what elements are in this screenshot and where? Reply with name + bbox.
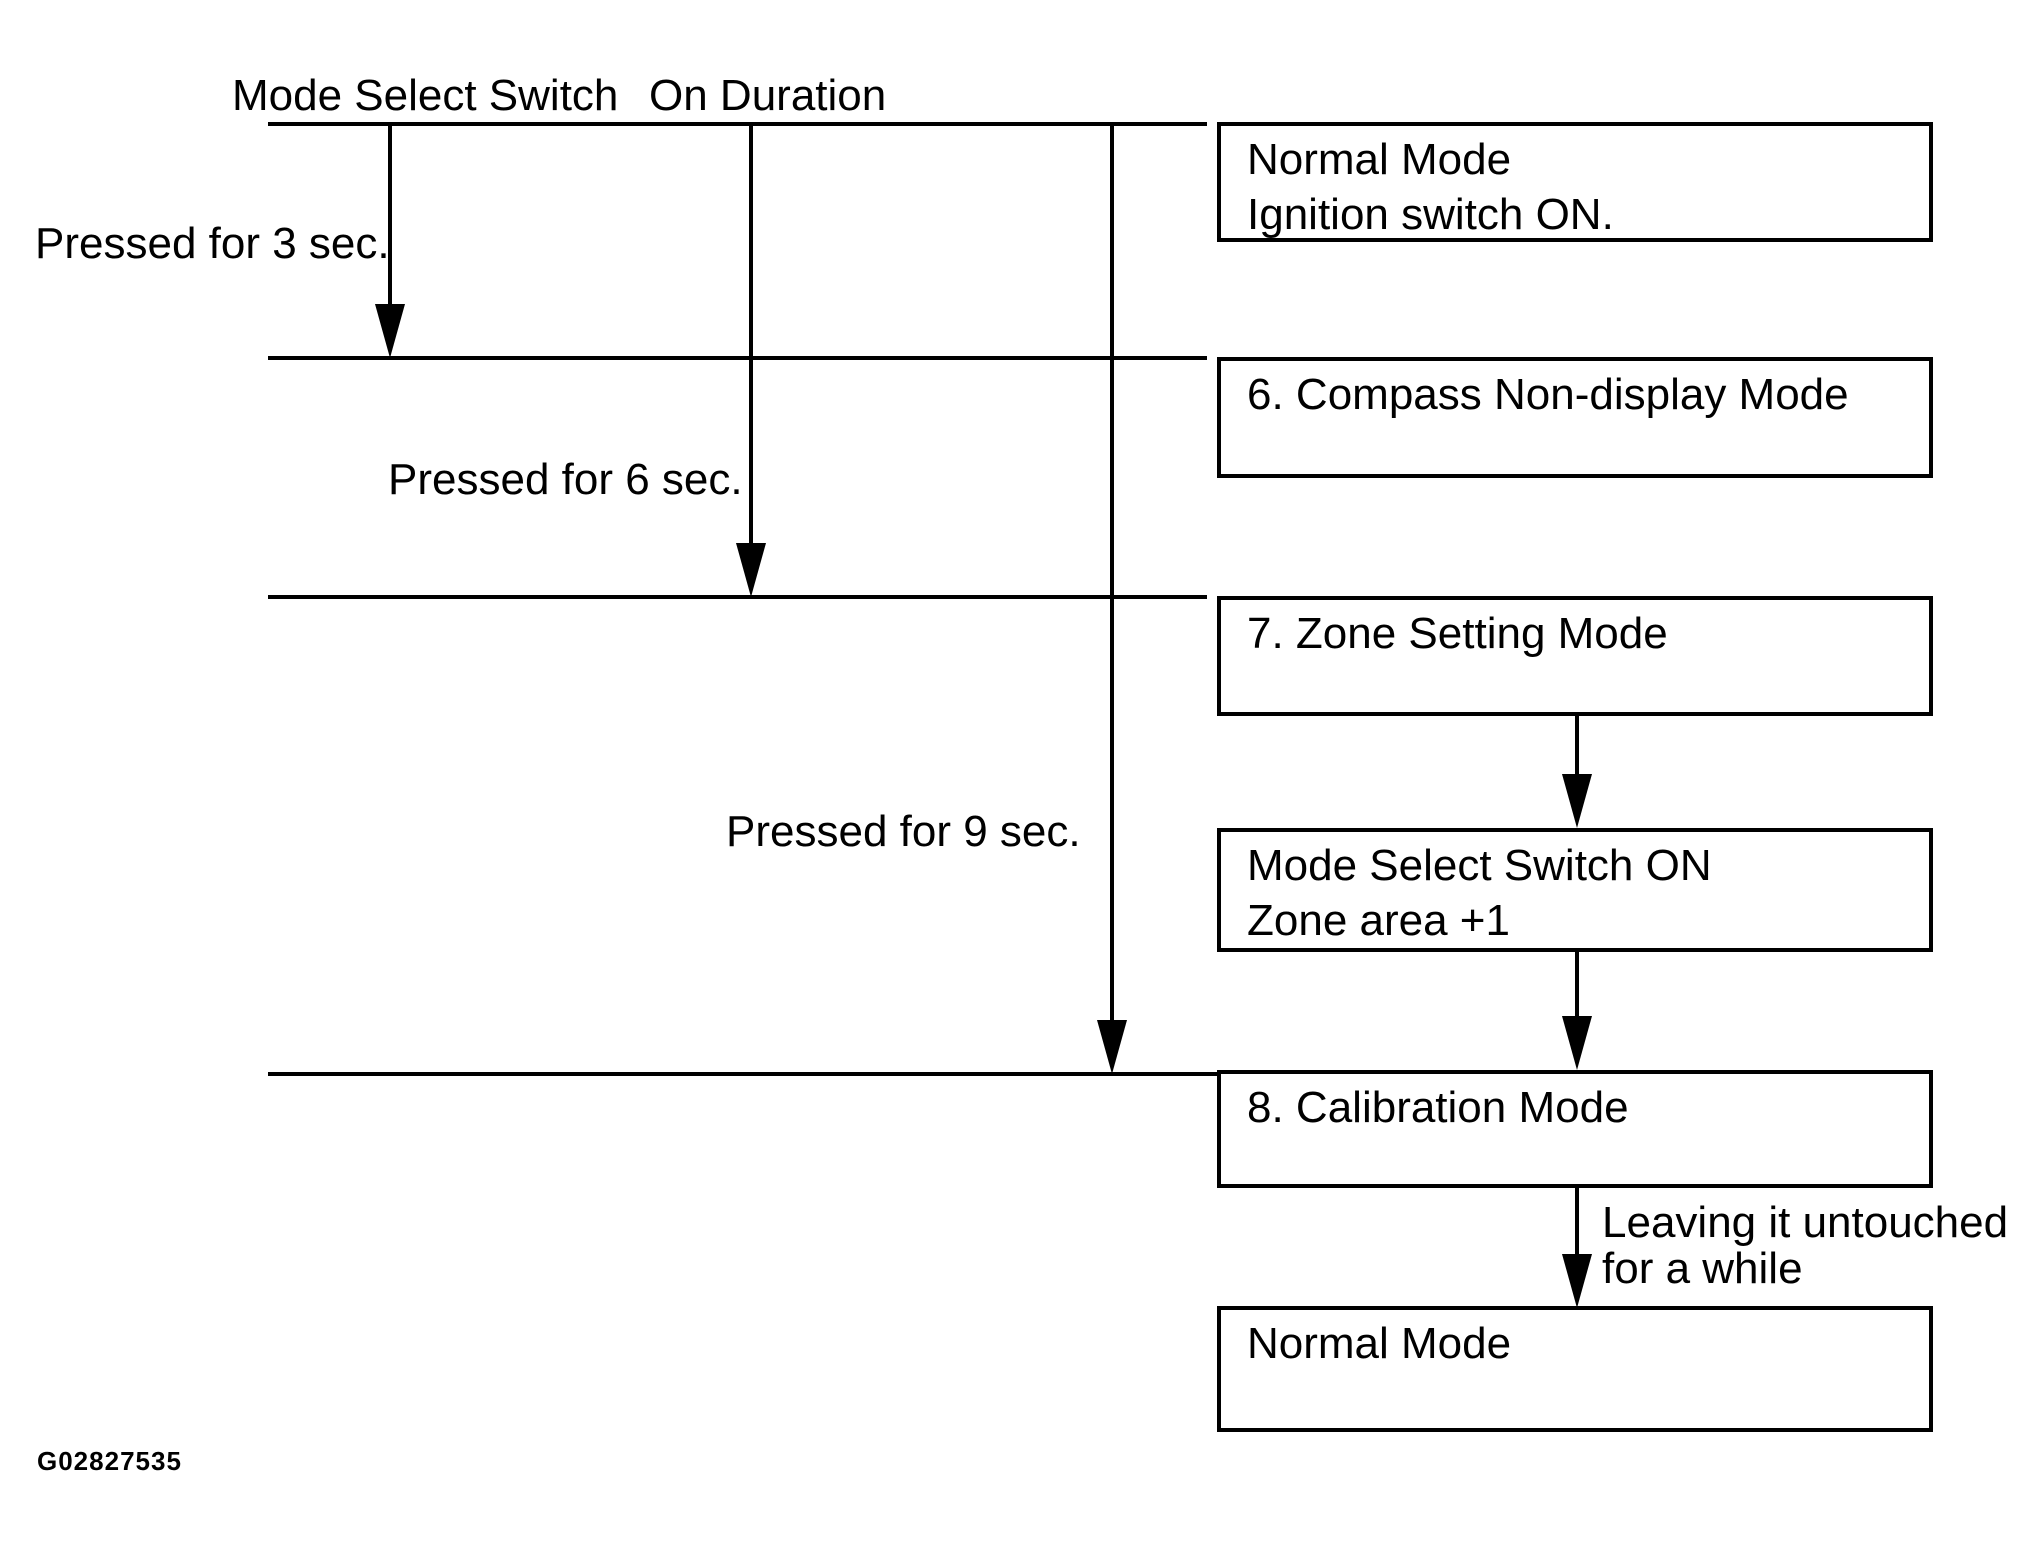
arrow-3sec-line: [388, 124, 392, 310]
flow-box-mode-select-switch-on: Mode Select Switch ON Zone area +1: [1217, 828, 1933, 952]
box-text-line: 8. Calibration Mode: [1247, 1083, 1629, 1132]
arrow-zone-to-switch-line: [1575, 716, 1579, 780]
arrow-6sec-head-icon: [736, 543, 766, 597]
timeline-level-2-line: [268, 356, 1207, 360]
box-text-line: Zone area +1: [1247, 896, 1510, 945]
box-text-line: 6. Compass Non-display Mode: [1247, 370, 1849, 419]
timeline-level-4-line: [268, 1072, 1217, 1076]
box-text-line: Ignition switch ON.: [1247, 190, 1614, 239]
column-header-on-duration: On Duration: [649, 71, 887, 120]
box-text-line: 7. Zone Setting Mode: [1247, 609, 1668, 658]
flow-box-zone-setting-mode: 7. Zone Setting Mode: [1217, 596, 1933, 716]
box-text-line: Mode Select Switch ON: [1247, 841, 1712, 890]
flow-box-compass-non-display-mode: 6. Compass Non-display Mode: [1217, 357, 1933, 478]
arrow-switch-to-calibration-head-icon: [1562, 1016, 1592, 1070]
column-header-mode-select-switch: Mode Select Switch: [232, 71, 619, 120]
box-text-line: Normal Mode: [1247, 1319, 1512, 1368]
arrow-6sec-line: [749, 124, 753, 549]
label-pressed-3-sec: Pressed for 3 sec.: [35, 219, 390, 268]
timeline-level-1-line: [268, 122, 1207, 126]
arrow-9sec-line: [1110, 124, 1114, 1026]
timeline-level-3-line: [268, 595, 1207, 599]
arrow-switch-to-calibration-line: [1575, 952, 1579, 1022]
arrow-3sec-head-icon: [375, 304, 405, 358]
label-leaving-untouched: Leaving it untouched for a while: [1602, 1200, 2008, 1292]
arrow-calibration-to-normal-head-icon: [1562, 1254, 1592, 1308]
arrow-zone-to-switch-head-icon: [1562, 774, 1592, 828]
arrow-calibration-to-normal-line: [1575, 1188, 1579, 1260]
label-pressed-6-sec: Pressed for 6 sec.: [388, 455, 743, 504]
label-leaving-untouched-line2: for a while: [1602, 1244, 1803, 1293]
flow-box-calibration-mode: 8. Calibration Mode: [1217, 1070, 1933, 1188]
flow-box-normal-mode-start: Normal Mode Ignition switch ON.: [1217, 122, 1933, 242]
figure-id: G02827535: [37, 1446, 182, 1476]
flow-box-normal-mode-end: Normal Mode: [1217, 1306, 1933, 1432]
box-text-line: Normal Mode: [1247, 135, 1512, 184]
label-leaving-untouched-line1: Leaving it untouched: [1602, 1198, 2009, 1247]
arrow-9sec-head-icon: [1097, 1020, 1127, 1074]
label-pressed-9-sec: Pressed for 9 sec.: [726, 807, 1081, 856]
